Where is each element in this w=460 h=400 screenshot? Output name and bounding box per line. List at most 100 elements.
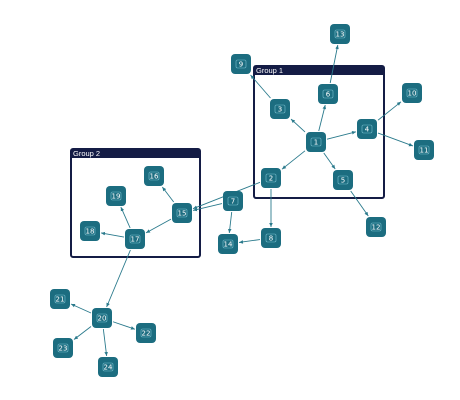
node-8-label: 8 <box>269 235 273 243</box>
edge-20-23 <box>73 326 92 340</box>
node-19-label-frame <box>110 191 122 201</box>
group-2-title: Group 2 <box>73 149 100 158</box>
node-17-label-frame <box>129 234 141 244</box>
node-20-box <box>92 308 112 328</box>
node-19-label: 19 <box>112 193 121 201</box>
node-23-box <box>53 338 73 358</box>
edges-layer <box>70 44 414 357</box>
node-24-label-frame <box>102 362 114 372</box>
node-16[interactable]: 16 <box>144 166 164 186</box>
node-10-label: 10 <box>408 90 417 98</box>
node-12-label-frame <box>370 222 382 232</box>
node-5[interactable]: 5 <box>333 170 353 190</box>
node-11[interactable]: 11 <box>414 140 434 160</box>
node-8-box <box>261 228 281 248</box>
edge-7-15 <box>192 203 223 212</box>
group-2-container: Group 2 <box>70 148 201 258</box>
node-22[interactable]: 22 <box>136 323 156 343</box>
edge-20-21 <box>70 303 92 314</box>
node-3-label-frame <box>274 104 286 114</box>
node-10[interactable]: 10 <box>402 83 422 103</box>
node-11-label: 11 <box>420 147 429 155</box>
edge-5-12 <box>350 190 369 217</box>
edge-4-11 <box>377 132 414 147</box>
node-22-label-frame <box>140 328 152 338</box>
node-13[interactable]: 13 <box>330 24 350 44</box>
node-3-label: 3 <box>278 106 282 114</box>
node-21-label: 21 <box>56 296 65 304</box>
node-8-label-frame <box>265 233 277 243</box>
node-21-box <box>50 289 70 309</box>
node-2-label: 2 <box>269 175 273 183</box>
node-2[interactable]: 2 <box>261 168 281 188</box>
node-4[interactable]: 4 <box>357 119 377 139</box>
node-6-box <box>318 84 338 104</box>
node-1-label-frame <box>310 137 322 147</box>
node-7[interactable]: 7 <box>223 191 243 211</box>
edge-17-19 <box>120 206 131 229</box>
node-7-label: 7 <box>231 198 235 206</box>
node-21[interactable]: 21 <box>50 289 70 309</box>
node-15-box <box>172 203 192 223</box>
node-1-box <box>306 132 326 152</box>
node-15-label-frame <box>176 208 188 218</box>
node-20-label-frame <box>96 313 108 323</box>
node-6[interactable]: 6 <box>318 84 338 104</box>
node-15-label: 15 <box>178 210 187 218</box>
node-23[interactable]: 23 <box>53 338 73 358</box>
edge-1-3 <box>290 118 306 133</box>
node-8[interactable]: 8 <box>261 228 281 248</box>
edge-3-9 <box>250 74 271 99</box>
node-1[interactable]: 1 <box>306 132 326 152</box>
edge-8-14 <box>238 239 261 244</box>
node-3[interactable]: 3 <box>270 99 290 119</box>
node-10-box <box>402 83 422 103</box>
node-15[interactable]: 15 <box>172 203 192 223</box>
node-14-label-frame <box>222 239 234 249</box>
edge-7-14 <box>227 211 233 234</box>
node-4-label: 4 <box>365 126 370 134</box>
edge-17-20 <box>106 249 131 308</box>
node-19[interactable]: 19 <box>106 186 126 206</box>
node-7-label-frame <box>227 196 239 206</box>
node-24-label: 24 <box>104 364 113 372</box>
node-14-box <box>218 234 238 254</box>
node-12[interactable]: 12 <box>366 217 386 237</box>
node-5-label: 5 <box>341 177 345 185</box>
node-13-label: 13 <box>336 31 345 39</box>
node-19-box <box>106 186 126 206</box>
node-12-box <box>366 217 386 237</box>
node-20-label: 20 <box>98 315 107 323</box>
group-2-header <box>71 149 200 158</box>
node-13-box <box>330 24 350 44</box>
node-23-label: 23 <box>59 345 68 353</box>
edge-17-18 <box>100 231 125 238</box>
node-4-box <box>357 119 377 139</box>
node-16-label: 16 <box>150 173 159 181</box>
node-4-label-frame <box>361 124 373 134</box>
node-22-label: 22 <box>142 330 151 338</box>
node-2-label-frame <box>265 173 277 183</box>
node-9[interactable]: 9 <box>231 54 251 74</box>
node-7-box <box>223 191 243 211</box>
node-24[interactable]: 24 <box>98 357 118 377</box>
node-12-label: 12 <box>372 224 381 232</box>
node-13-label-frame <box>334 29 346 39</box>
node-11-box <box>414 140 434 160</box>
node-20[interactable]: 20 <box>92 308 112 328</box>
node-2-box <box>261 168 281 188</box>
node-14[interactable]: 14 <box>218 234 238 254</box>
edge-20-22 <box>112 321 136 330</box>
node-6-label-frame <box>322 89 334 99</box>
node-10-label-frame <box>406 88 418 98</box>
node-17[interactable]: 17 <box>125 229 145 249</box>
node-11-label-frame <box>418 145 430 155</box>
node-3-box <box>270 99 290 119</box>
edge-6-13 <box>329 44 339 84</box>
node-18[interactable]: 18 <box>80 221 100 241</box>
edge-1-5 <box>323 152 336 170</box>
group-1-header <box>254 66 384 75</box>
edge-1-6 <box>318 104 327 132</box>
